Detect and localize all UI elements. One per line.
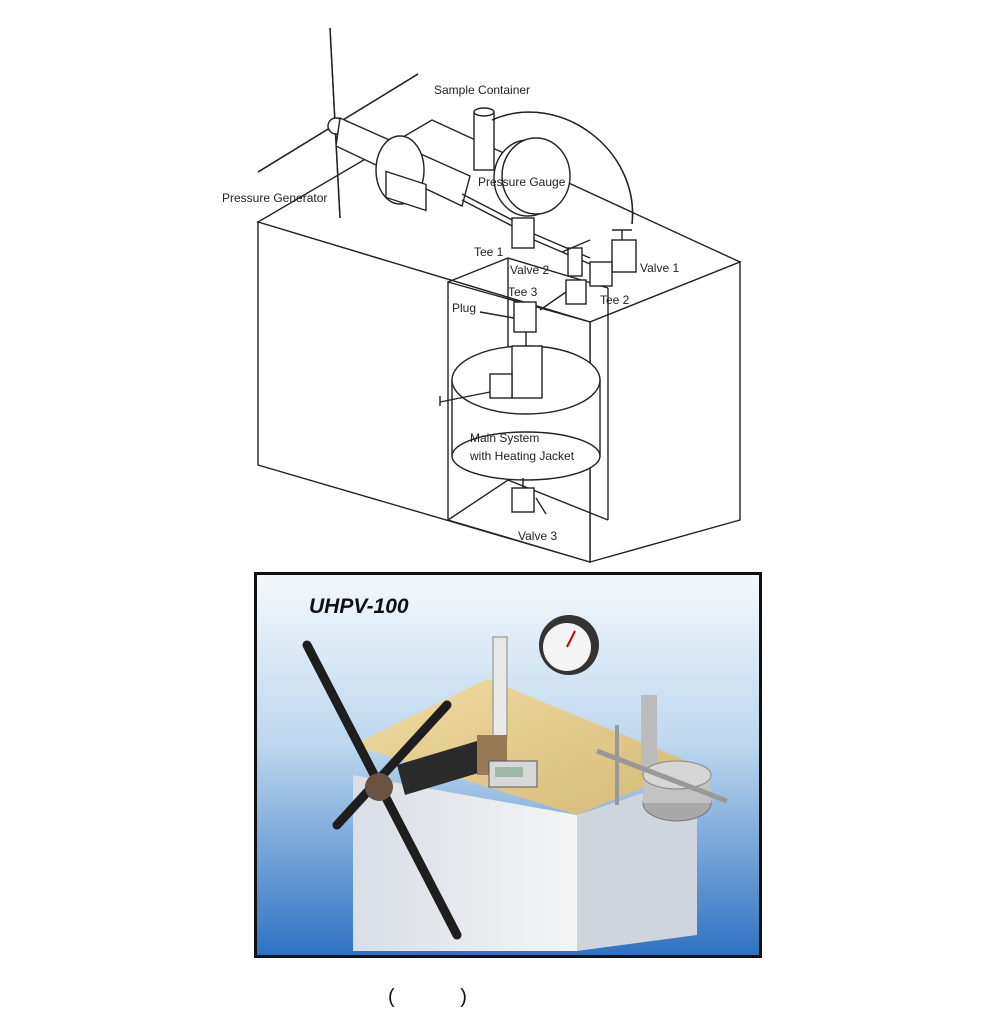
valve-3	[511, 478, 547, 515]
label-tee-2: Tee 2	[600, 293, 630, 307]
pressure-generator-wheel	[257, 27, 419, 219]
valve-2	[561, 239, 591, 277]
label-plug: Plug	[452, 301, 476, 315]
label-valve-2: Valve 2	[510, 263, 549, 277]
valve-1	[611, 229, 637, 273]
tee-2	[589, 261, 613, 287]
tee-3	[539, 279, 587, 311]
label-sample-container: Sample Container	[434, 83, 530, 97]
label-valve-3: Valve 3	[518, 529, 557, 543]
label-valve-1: Valve 1	[640, 261, 679, 275]
schematic-diagram: Sample Container Pressure Generator Pres…	[222, 27, 742, 563]
label-main-system: Main System	[470, 431, 539, 445]
label-pressure-generator: Pressure Generator	[222, 191, 327, 205]
model-label: UHPV-100	[309, 595, 409, 618]
label-heating-jacket: with Heating Jacket	[469, 449, 575, 463]
figure-caption: ( )	[388, 986, 497, 1008]
sample-container	[473, 107, 495, 171]
label-pressure-gauge: Pressure Gauge	[478, 175, 566, 189]
label-tee-3: Tee 3	[508, 285, 538, 299]
label-tee-1: Tee 1	[474, 245, 504, 259]
plug	[479, 301, 537, 333]
pressure-generator	[335, 116, 521, 231]
equipment-photo: UHPV-100	[254, 572, 762, 958]
main-system	[439, 332, 601, 481]
pressure-gauge	[491, 111, 634, 225]
